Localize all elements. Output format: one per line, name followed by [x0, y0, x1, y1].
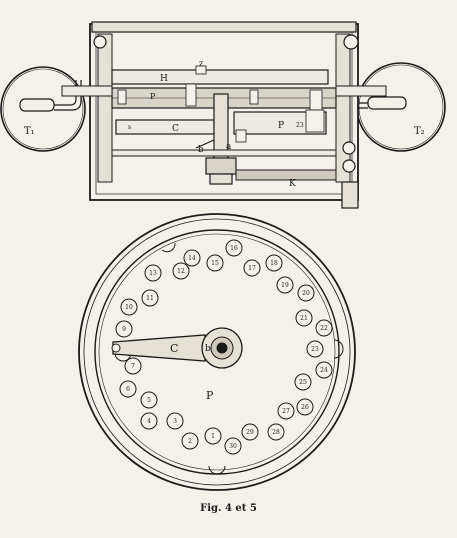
disc-hole-number: 29 — [246, 429, 254, 436]
disc-hole — [115, 320, 133, 338]
disc-hole-number: 10 — [125, 304, 133, 311]
disc-hole — [120, 298, 138, 316]
disc-label-p: P — [206, 389, 214, 402]
disc-hole — [315, 361, 333, 379]
figure-caption: Fig. 4 et 5 — [200, 503, 257, 514]
disc-hole-number: 21 — [300, 315, 308, 322]
disc-hole-number: 5 — [147, 397, 151, 404]
disc-hole-number: 19 — [281, 282, 289, 289]
disc-hole — [119, 380, 137, 398]
label-k: K — [289, 179, 296, 189]
disc-hole-number: 13 — [149, 270, 157, 277]
disc-hole — [243, 259, 261, 277]
disc-hole — [183, 249, 201, 267]
label-t1: T₁ — [24, 126, 35, 137]
disc-hole — [206, 254, 224, 272]
disc-hole — [124, 357, 142, 375]
disc-hole — [277, 402, 295, 420]
disc-hole-number: 27 — [282, 408, 290, 415]
label-p-right: P — [278, 121, 284, 131]
disc-hole — [172, 262, 190, 280]
disc-hole-number: 9 — [122, 326, 126, 333]
label-a: a — [226, 142, 232, 152]
mechanism-section-view — [0, 21, 446, 209]
distribution-disc — [78, 213, 356, 491]
disc-hole-number: 17 — [248, 265, 256, 272]
disc-hole — [265, 254, 283, 272]
disc-hole-number: 4 — [147, 418, 151, 425]
disc-hole — [144, 264, 162, 282]
disc-hole-number: 25 — [299, 379, 307, 386]
label-p-top: P — [150, 92, 156, 101]
disc-hole — [166, 412, 184, 430]
label-z: z — [199, 59, 203, 68]
disc-hole-number: 30 — [229, 443, 237, 450]
disc-label-b: b — [205, 344, 211, 354]
disc-label-c: C — [170, 342, 178, 355]
label-b: b — [198, 145, 204, 155]
disc-hole-number: 3 — [173, 418, 177, 425]
disc-hole — [315, 319, 333, 337]
disc-hole-number: 15 — [211, 260, 219, 267]
disc-hole — [140, 412, 158, 430]
disc-hole-number: 1 — [211, 433, 215, 440]
disc-hole-number: 23 — [311, 346, 319, 353]
disc-hole — [225, 239, 243, 257]
disc-hole-number: 22 — [320, 325, 328, 332]
disc-hole-number: 7 — [131, 363, 135, 370]
disc-hole — [181, 432, 199, 450]
disc-hole-number: 18 — [270, 260, 278, 267]
disc-hole-number: 12 — [177, 268, 185, 275]
disc-hole — [267, 423, 285, 441]
label-23: 23 — [296, 122, 304, 129]
disc-arm-c — [111, 327, 243, 369]
disc-hole — [241, 423, 259, 441]
disc-hole — [306, 340, 324, 358]
disc-hole — [297, 284, 315, 302]
disc-hole-number: 6 — [126, 386, 130, 393]
disc-hole-number: 11 — [146, 295, 154, 302]
disc-hole — [204, 427, 222, 445]
label-t2: T₂ — [414, 126, 425, 137]
disc-hole-number: 16 — [230, 245, 238, 252]
disc-hole — [294, 373, 312, 391]
disc-hole — [224, 437, 242, 455]
disc-hole — [276, 276, 294, 294]
label-h: H — [160, 74, 168, 84]
disc-hole — [295, 309, 313, 327]
label-s: s — [128, 124, 131, 131]
disc-hole-number: 14 — [188, 255, 196, 262]
disc-hole — [141, 289, 159, 307]
disc-hole — [140, 391, 158, 409]
disc-hole-number: 20 — [302, 290, 310, 297]
label-c-top: C — [172, 124, 179, 134]
disc-hole-number: 2 — [188, 438, 192, 445]
disc-hole-number: 24 — [320, 367, 328, 374]
disc-holes: 1415161718131219201110212292382472562652… — [114, 239, 333, 455]
disc-hole-number: 28 — [272, 429, 280, 436]
disc-hole-number: 26 — [301, 404, 309, 411]
wheel-t1 — [0, 66, 86, 152]
disc-hole — [296, 398, 314, 416]
